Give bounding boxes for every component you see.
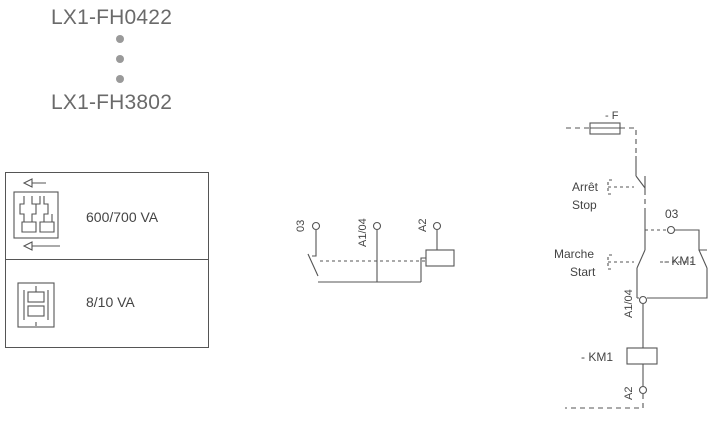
terminal-diagram	[307, 221, 455, 283]
sealed-rating: 8/10 VA	[86, 294, 135, 310]
terminal-a2	[432, 221, 442, 231]
sealed-coil-icon	[17, 282, 55, 328]
stop-label-en: Stop	[572, 198, 597, 212]
start-label-fr: Marche	[554, 247, 594, 261]
terminal-03	[311, 221, 321, 231]
circuit-label-a2: A2	[623, 387, 635, 400]
inrush-coil-icon	[13, 178, 60, 251]
model-from: LX1-FH0422	[51, 6, 173, 29]
terminal-a1	[372, 221, 382, 231]
control-circuit	[565, 122, 708, 409]
model-to: LX1-FH3802	[51, 91, 173, 114]
consumption-table	[5, 172, 209, 348]
table-divider	[6, 259, 208, 261]
terminal-label-a1: A1/04	[357, 218, 369, 247]
circuit-terminal-a1	[638, 295, 648, 305]
terminal-label-a2: A2	[417, 219, 429, 232]
circuit-terminal-03	[666, 225, 676, 235]
range-dot	[116, 75, 124, 83]
inrush-rating: 600/700 VA	[86, 209, 159, 225]
circuit-label-03: 03	[665, 207, 679, 221]
circuit-terminal-a2	[638, 385, 648, 395]
stop-label-fr: Arrêt	[572, 180, 599, 194]
coil-symbol	[425, 249, 455, 267]
km1-coil-symbol	[626, 347, 658, 365]
km1-coil-label: - KM1	[581, 350, 613, 364]
start-label-en: Start	[570, 265, 596, 279]
range-dot	[116, 55, 124, 63]
fuse-label: - F	[605, 110, 619, 122]
terminal-label-03: 03	[295, 220, 307, 232]
circuit-label-a1: A1/04	[623, 289, 635, 318]
range-dot	[116, 35, 124, 43]
km1-contact-label: - KM1	[664, 254, 696, 268]
